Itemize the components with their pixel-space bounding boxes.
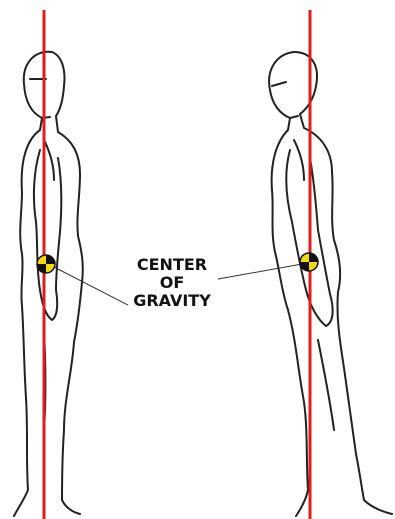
figure-leaning-shoulder-detail xyxy=(294,140,304,180)
crash-test-target-icon xyxy=(37,255,55,273)
crash-test-target-icon xyxy=(300,253,318,271)
figure-upright-arm xyxy=(34,150,61,320)
figure-upright-head xyxy=(24,52,52,118)
figure-leaning-eye xyxy=(272,82,286,86)
figure-upright-face xyxy=(52,52,65,116)
figure-leaning-face xyxy=(294,52,317,114)
figure-leaning-leg-detail xyxy=(318,340,334,430)
leader-line-right xyxy=(218,264,302,279)
figure-leaning-front-outline xyxy=(300,114,392,514)
label-line-of: OF xyxy=(160,273,185,292)
figure-leaning xyxy=(269,52,392,516)
figure-upright-back-outline xyxy=(14,118,42,516)
center-of-gravity-label: CENTER OF GRAVITY xyxy=(133,255,211,310)
figure-leaning-back-outline xyxy=(272,118,308,516)
leader-line-left xyxy=(52,266,128,305)
label-line-gravity: GRAVITY xyxy=(133,291,211,310)
label-line-center: CENTER xyxy=(137,255,207,274)
figure-upright xyxy=(14,52,83,516)
